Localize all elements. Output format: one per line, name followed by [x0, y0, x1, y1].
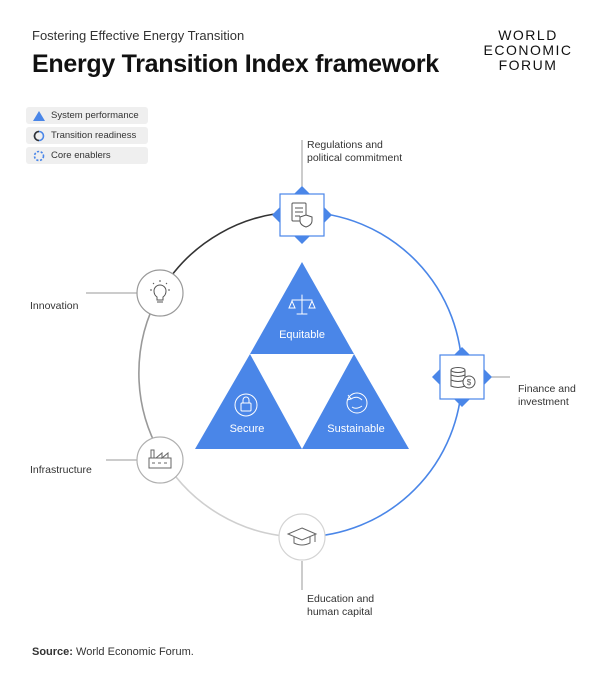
node-innovation [136, 269, 184, 317]
scales-icon [288, 294, 316, 315]
label-innovation: Innovation [30, 300, 79, 312]
graduation-cap-icon [286, 527, 318, 546]
source-prefix: Source: [32, 646, 73, 658]
label-infrastructure: Infrastructure [30, 464, 92, 476]
label-line: Education and [307, 593, 375, 605]
triangle-label-secure: Secure [230, 423, 265, 435]
wef-logo: WORLD ECONOMIC FORUM [478, 28, 578, 73]
legend-item-transition-readiness: Transition readiness [26, 127, 148, 144]
legend-label: Transition readiness [51, 130, 137, 141]
logo-line: WORLD [498, 27, 558, 43]
ring-arc-regulations-finance [301, 211, 463, 378]
logo-line: FORUM [498, 57, 558, 73]
lock-icon [234, 393, 258, 417]
label-education: Education and human capital [307, 593, 374, 619]
legend-item-core-enablers: Core enablers [26, 147, 148, 164]
label-line: Regulations and [307, 139, 383, 151]
node-infrastructure [136, 436, 184, 484]
recycle-globe-icon [346, 392, 368, 414]
dashed-circle-icon [33, 150, 45, 161]
triangle-label-equitable: Equitable [279, 329, 325, 341]
ring-arc-finance-education [301, 376, 463, 538]
page-title: Energy Transition Index framework [32, 50, 439, 78]
triangle-icon [33, 110, 45, 121]
document-shield-icon [291, 202, 313, 228]
label-finance: Finance and investment [518, 383, 576, 409]
source-text: World Economic Forum. [72, 646, 194, 658]
lightbulb-icon [150, 280, 170, 303]
label-regulations: Regulations and political commitment [307, 139, 402, 165]
label-line: political commitment [307, 152, 403, 164]
triangle-sustainable [302, 354, 409, 449]
triangle-label-sustainable: Sustainable [327, 423, 385, 435]
subtitle: Fostering Effective Energy Transition [32, 28, 245, 43]
label-line: investment [518, 396, 569, 408]
node-education [278, 513, 326, 561]
source-note: Source: World Economic Forum. [32, 646, 194, 658]
half-circle-icon [33, 130, 45, 141]
factory-icon [148, 449, 172, 469]
legend-label: System performance [51, 110, 139, 121]
legend-label: Core enablers [51, 150, 111, 161]
label-line: Finance and [518, 383, 576, 395]
label-line: human capital [307, 606, 373, 618]
node-regulations [272, 186, 332, 244]
node-finance: $ [432, 347, 492, 407]
logo-line: ECONOMIC [483, 42, 573, 58]
svg-text:$: $ [467, 378, 472, 387]
legend-item-system-performance: System performance [26, 107, 148, 124]
coins-dollar-icon: $ [450, 367, 476, 389]
ring-arc-infrastructure-innovation [138, 292, 161, 454]
